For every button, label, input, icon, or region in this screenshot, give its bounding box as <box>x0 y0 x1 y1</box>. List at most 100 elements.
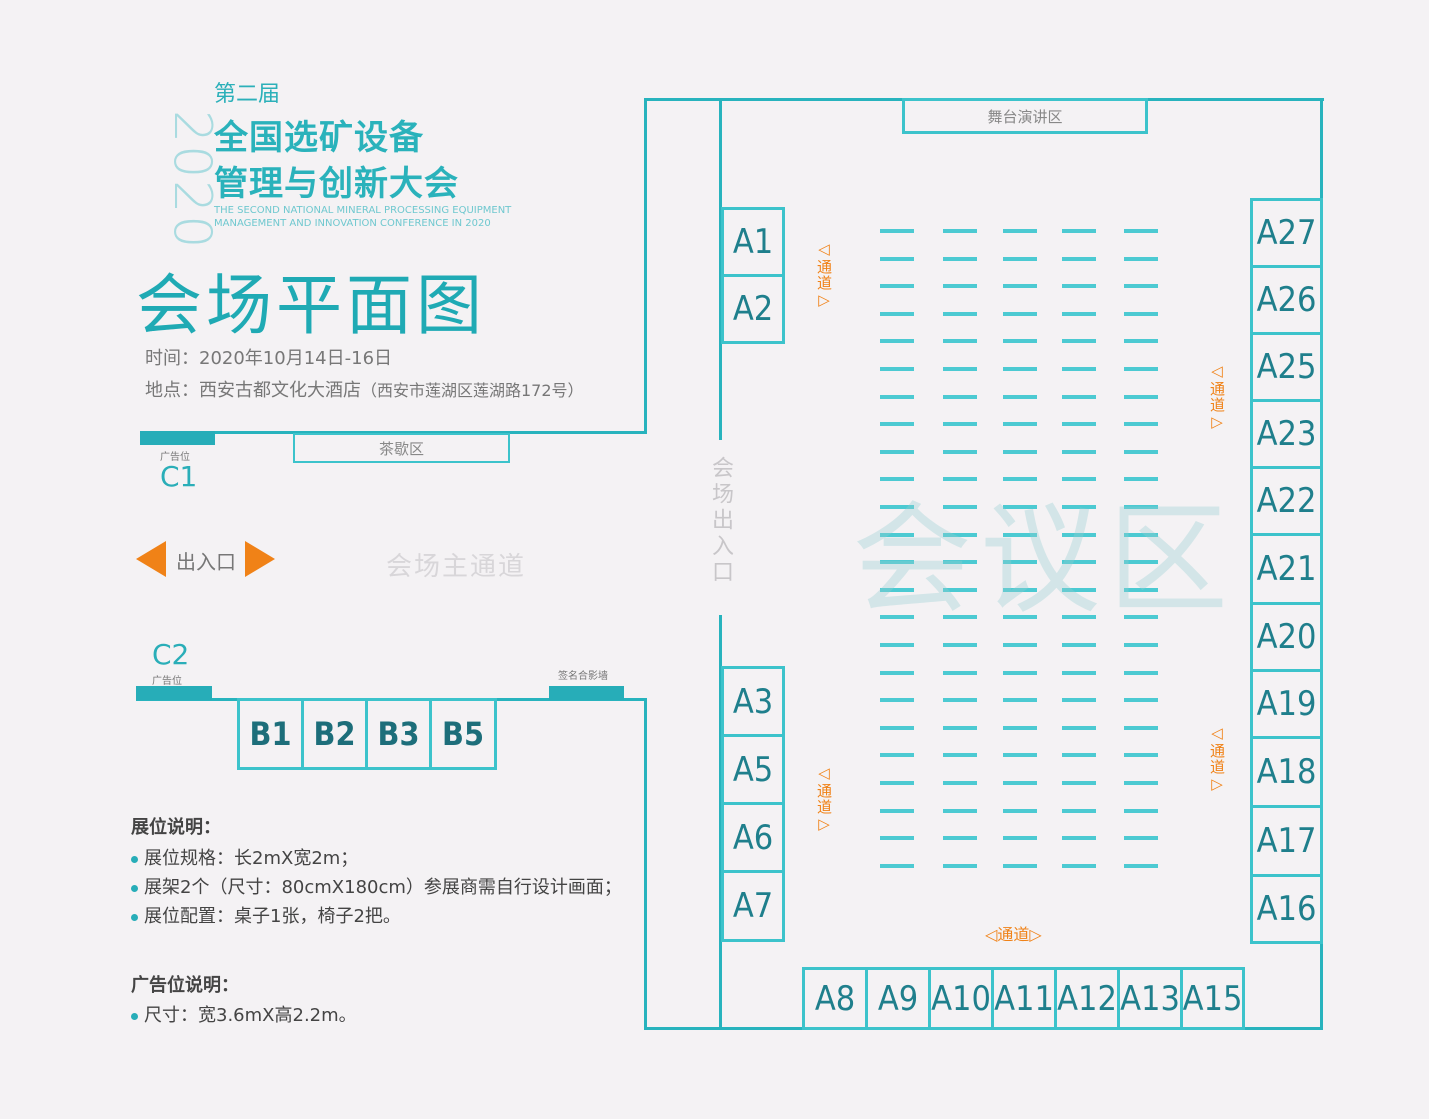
booth-a12[interactable]: A12 <box>1054 967 1120 1030</box>
ad-c1-tag: 广告位 <box>160 452 190 463</box>
booth-b5[interactable]: B5 <box>429 698 497 770</box>
booth-a8[interactable]: A8 <box>802 967 868 1030</box>
booth-a27[interactable]: A27 <box>1250 198 1323 268</box>
seat-row-22-col-2 <box>943 808 977 813</box>
seat-row-24-col-1 <box>880 863 914 868</box>
seat-row-18-col-5 <box>1124 698 1158 703</box>
seat-row-13-col-2 <box>943 560 977 565</box>
seat-row-11-col-4 <box>1062 505 1096 509</box>
seat-row-18-col-1 <box>880 698 914 703</box>
booth-a18[interactable]: A18 <box>1250 736 1323 808</box>
seat-row-4-col-1 <box>880 311 914 316</box>
seat-row-1-col-4 <box>1062 229 1096 233</box>
ad-c1-bar <box>140 431 215 445</box>
booth-a19[interactable]: A19 <box>1250 669 1323 739</box>
booth-b3[interactable]: B3 <box>365 698 432 770</box>
tea-break-area: 茶歇区 <box>293 433 510 463</box>
seat-row-9-col-1 <box>880 449 914 454</box>
seat-row-1-col-1 <box>880 229 914 233</box>
booth-note-2: 展架2个（尺寸：80cmX180cm）参展商需自行设计画面； <box>131 873 622 899</box>
seat-row-2-col-4 <box>1062 256 1096 261</box>
booth-a1[interactable]: A1 <box>721 207 785 277</box>
venue-exit-label: 会场出入口 <box>708 456 733 586</box>
seat-row-19-col-4 <box>1062 725 1096 730</box>
hall-wall-lower <box>719 615 722 1030</box>
wall-left-lower <box>644 698 647 1030</box>
seat-row-16-col-2 <box>943 643 977 647</box>
seat-row-22-col-5 <box>1124 808 1158 813</box>
booth-note-3-text: 展位配置：桌子1张，椅子2把。 <box>144 906 401 927</box>
booth-a21[interactable]: A21 <box>1250 533 1323 605</box>
ad-note-1: 尺寸：宽3.6mX高2.2m。 <box>131 1001 357 1027</box>
seat-row-7-col-3 <box>1003 394 1037 399</box>
edition-label: 第二届 <box>214 82 281 107</box>
seat-row-15-col-4 <box>1062 615 1096 620</box>
seat-row-1-col-3 <box>1003 229 1037 233</box>
event-location: 地点：西安古都文化大酒店（西安市莲湖区莲湖路172号） <box>145 376 584 402</box>
booth-a15[interactable]: A15 <box>1180 967 1245 1030</box>
booth-note-1-text: 展位规格：长2mX宽2m； <box>144 848 359 869</box>
seat-row-18-col-4 <box>1062 698 1096 703</box>
seat-row-10-col-4 <box>1062 477 1096 482</box>
seat-row-4-col-3 <box>1003 311 1037 316</box>
booth-note-2-text: 展架2个（尺寸：80cmX180cm）参展商需自行设计画面； <box>144 877 622 898</box>
booth-b1[interactable]: B1 <box>237 698 304 770</box>
booth-a10[interactable]: A10 <box>928 967 994 1030</box>
aisle-label-right-upper: ◁通道▷ <box>1208 362 1226 432</box>
booth-b2[interactable]: B2 <box>301 698 368 770</box>
booth-a11[interactable]: A11 <box>991 967 1057 1030</box>
seat-row-3-col-5 <box>1124 284 1158 289</box>
entrance-left-arrow-icon <box>136 541 166 577</box>
seat-row-6-col-2 <box>943 367 977 371</box>
booth-a20[interactable]: A20 <box>1250 602 1323 672</box>
booth-a26[interactable]: A26 <box>1250 265 1323 335</box>
booth-a23[interactable]: A23 <box>1250 399 1323 469</box>
booth-a6[interactable]: A6 <box>721 802 785 873</box>
seat-row-11-col-2 <box>943 505 977 509</box>
meeting-zone-watermark: 会议区 <box>852 491 1236 630</box>
ad-c1-name: C1 <box>160 460 198 493</box>
seat-row-17-col-4 <box>1062 670 1096 675</box>
booth-a16[interactable]: A16 <box>1250 874 1323 944</box>
seat-row-2-col-5 <box>1124 256 1158 261</box>
seat-row-9-col-4 <box>1062 449 1096 454</box>
seat-row-14-col-3 <box>1003 587 1037 592</box>
seat-row-21-col-5 <box>1124 781 1158 785</box>
conference-title-line2: 管理与创新大会 <box>214 164 459 204</box>
booth-a5[interactable]: A5 <box>721 734 785 805</box>
ad-c2-name: C2 <box>152 638 190 671</box>
main-aisle-label: 会场主通道 <box>386 552 527 582</box>
seat-row-8-col-3 <box>1003 422 1037 427</box>
map-title: 会场平面图 <box>136 267 486 344</box>
seat-row-20-col-3 <box>1003 753 1037 758</box>
stage-area: 舞台演讲区 <box>902 98 1148 134</box>
seat-row-6-col-3 <box>1003 367 1037 371</box>
booth-a17[interactable]: A17 <box>1250 805 1323 877</box>
booth-a7[interactable]: A7 <box>721 870 785 942</box>
aisle-text: 通道 <box>1208 381 1226 413</box>
wall-upper-corridor <box>140 431 647 434</box>
aisle-label-left-upper: ◁通道▷ <box>815 240 833 310</box>
seat-row-22-col-1 <box>880 808 914 813</box>
seat-row-24-col-5 <box>1124 863 1158 868</box>
seat-row-5-col-3 <box>1003 339 1037 344</box>
ad-c2-bar <box>136 686 212 700</box>
seat-row-14-col-4 <box>1062 587 1096 592</box>
booth-a25[interactable]: A25 <box>1250 332 1323 402</box>
english-title-line2: MANAGEMENT AND INNOVATION CONFERENCE IN … <box>214 218 491 229</box>
seat-row-5-col-2 <box>943 339 977 344</box>
booth-a2[interactable]: A2 <box>721 274 785 344</box>
booth-a3[interactable]: A3 <box>721 666 785 737</box>
booth-a9[interactable]: A9 <box>865 967 931 1030</box>
seat-row-23-col-4 <box>1062 836 1096 841</box>
seat-row-13-col-1 <box>880 560 914 565</box>
seat-row-15-col-5 <box>1124 615 1158 620</box>
seat-row-4-col-2 <box>943 311 977 316</box>
seat-row-1-col-2 <box>943 229 977 233</box>
aisle-label-right-lower: ◁通道▷ <box>1208 724 1226 794</box>
booth-a22[interactable]: A22 <box>1250 466 1323 536</box>
seat-row-2-col-2 <box>943 256 977 261</box>
booth-a13[interactable]: A13 <box>1117 967 1183 1030</box>
location-detail: （西安市莲湖区莲湖路172号） <box>361 381 584 400</box>
seat-row-8-col-2 <box>943 422 977 427</box>
